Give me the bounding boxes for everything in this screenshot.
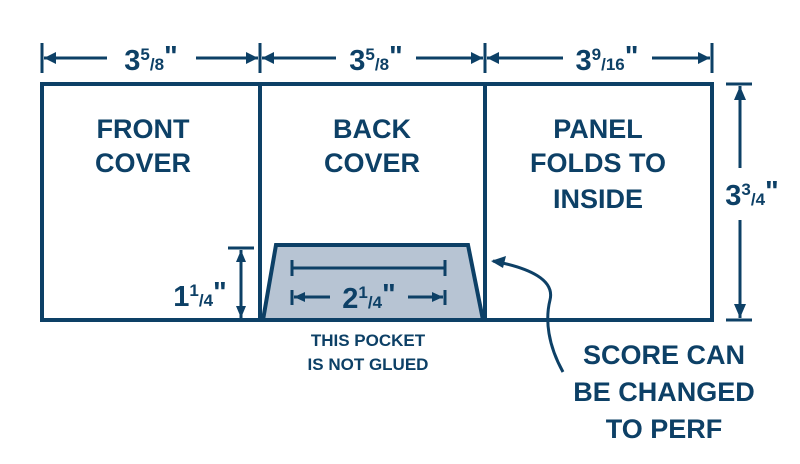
back-cover-label: BACK COVER [324,114,420,178]
inside-panel-line: FOLDS TO [530,148,666,178]
front-cover-label: FRONT COVER [95,114,191,178]
back-cover-line: BACK [333,114,411,144]
back-cover-line: COVER [324,148,420,178]
pocket-width-label: 21/4" [342,279,396,315]
folder-outline [40,82,714,322]
pocket-height-label: 11/4" [173,277,227,313]
front-width-label: 35/8" [124,41,178,77]
score-note-line: SCORE CAN [583,340,745,370]
score-leader-arrow [491,256,565,373]
score-note: SCORE CAN BE CHANGED TO PERF [573,340,755,444]
inside-panel-line: INSIDE [553,184,643,214]
pocket-note: THIS POCKET IS NOT GLUED [308,331,429,374]
height-label: 33/4" [725,176,779,212]
pocket-height-dimension [228,246,254,318]
pocket-note-line: IS NOT GLUED [308,355,429,374]
pocket-width-dimension [290,260,447,305]
score-note-line: BE CHANGED [573,377,755,407]
top-dimension [40,43,714,73]
pocket-note-line: THIS POCKET [311,331,426,350]
front-cover-line: COVER [95,148,191,178]
inside-panel-label: PANEL FOLDS TO INSIDE [530,114,666,214]
inside-panel-line: PANEL [553,114,643,144]
height-dimension [726,82,752,322]
panel-width-label: 39/16" [575,41,638,77]
back-width-label: 35/8" [349,41,403,77]
front-cover-line: FRONT [97,114,190,144]
score-note-line: TO PERF [606,414,723,444]
